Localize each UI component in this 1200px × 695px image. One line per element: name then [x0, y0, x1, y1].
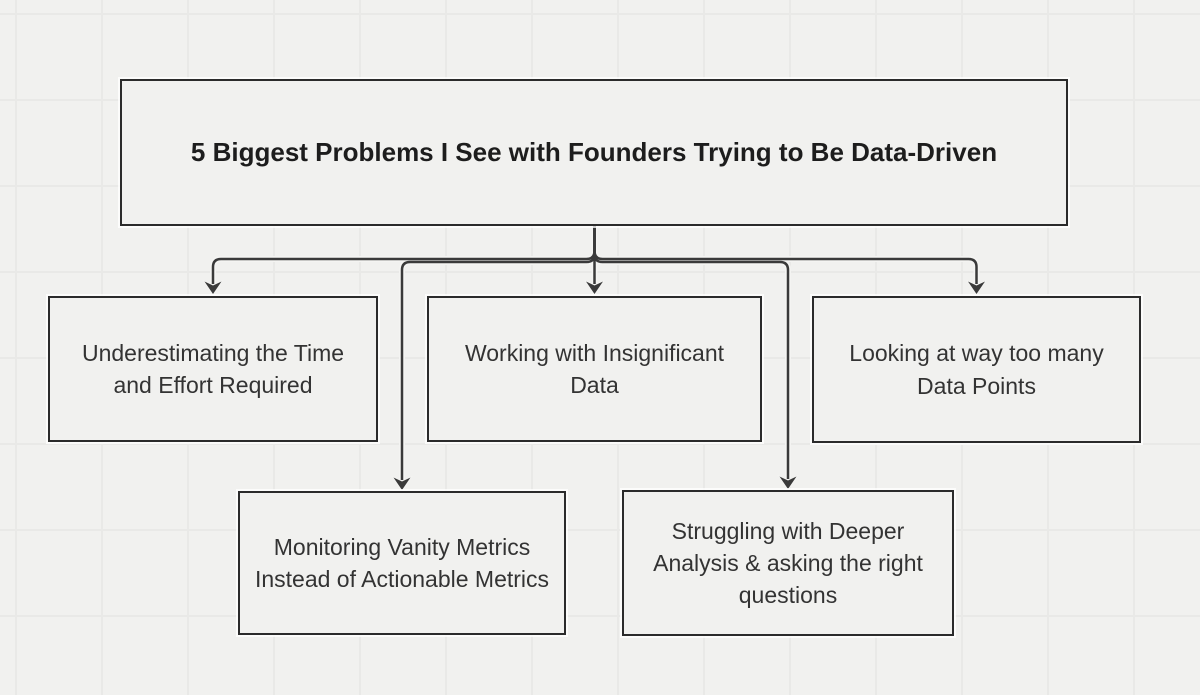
connector-root-to-right — [593, 226, 978, 284]
node-underestimating-time[interactable]: Underestimating the Time and Effort Requ… — [48, 296, 378, 442]
node-deeper-analysis[interactable]: Struggling with Deeper Analysis & asking… — [622, 490, 954, 636]
arrowhead-down-icon — [391, 475, 413, 492]
node-label: Looking at way too many Data Points — [849, 340, 1104, 399]
node-label: Struggling with Deeper Analysis & asking… — [653, 517, 923, 609]
node-label: Underestimating the Time and Effort Requ… — [81, 339, 345, 398]
node-label: Working with Insignificant Data — [464, 339, 725, 398]
connector-root-to-left — [211, 226, 596, 284]
arrowhead-down-icon — [202, 279, 224, 296]
connector-casing — [210, 226, 598, 284]
node-root-title[interactable]: 5 Biggest Problems I See with Founders T… — [120, 79, 1068, 226]
node-insignificant-data[interactable]: Working with Insignificant Data — [427, 296, 762, 442]
node-too-many-data-points[interactable]: Looking at way too many Data Points — [812, 296, 1141, 443]
node-label: Monitoring Vanity Metrics Instead of Act… — [254, 533, 550, 592]
arrowhead-down-icon — [583, 279, 606, 296]
node-vanity-metrics[interactable]: Monitoring Vanity Metrics Instead of Act… — [238, 491, 566, 635]
connector-casing — [591, 226, 980, 284]
node-root-label: 5 Biggest Problems I See with Founders T… — [190, 136, 998, 167]
arrowhead-down-icon — [777, 474, 799, 491]
arrowhead-down-icon — [965, 279, 988, 296]
